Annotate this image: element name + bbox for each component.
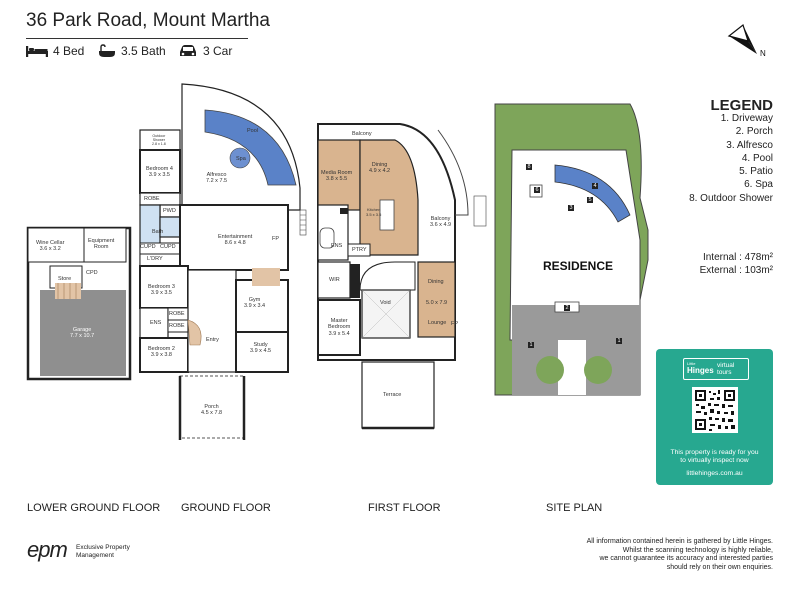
- room-kitchen: Kitchen 3.5 x 3.5: [366, 207, 382, 217]
- baths-label: 3.5 Bath: [121, 44, 166, 58]
- room-bedroom-3: Bedroom 3 3.9 x 3.5: [148, 284, 175, 297]
- legend-item: 1. Driveway: [720, 113, 773, 124]
- room-outdoor-shower: Outdoor Shower 2.8 x 1.8: [152, 134, 166, 147]
- property-address: 36 Park Road, Mount Martha: [26, 10, 270, 31]
- feature-beds: 4 Bed: [26, 44, 84, 58]
- virtual-tour-url[interactable]: littlehinges.com.au: [686, 470, 743, 477]
- bath-icon: [99, 44, 115, 57]
- room-media: Media Room 3.8 x 5.5: [321, 170, 353, 183]
- room-spa: Spa: [236, 156, 246, 162]
- floor-label-site: SITE PLAN: [546, 502, 603, 514]
- epm-logo: epm: [27, 537, 68, 562]
- disclaimer-line: we cannot guarantee its accuracy and int…: [599, 555, 773, 562]
- room-balcony-top: Balcony: [352, 131, 372, 137]
- virtual-tour-card[interactable]: Little Hinges virtual tours This propert…: [656, 349, 773, 485]
- room-store: Store: [58, 276, 72, 282]
- epm-company-name: Exclusive Property Management: [76, 544, 130, 559]
- room-garage: Garage 7.7 x 10.7: [70, 327, 95, 340]
- room-pool: Pool: [247, 128, 259, 134]
- room-balcony-side: Balcony 3.6 x 4.9: [430, 216, 452, 229]
- room-dining-1: Dining 4.9 x 4.2: [369, 162, 391, 175]
- room-void: Void: [380, 300, 391, 306]
- room-entry: Entry: [206, 337, 219, 343]
- disclaimer-line: All information contained herein is gath…: [586, 538, 773, 545]
- room-cpd: CPD: [86, 270, 98, 276]
- brand-product: virtual tours: [717, 362, 735, 376]
- room-fp: FP: [272, 236, 280, 242]
- room-fp-2: FP: [451, 321, 459, 327]
- room-ldry: L'DRY: [147, 256, 163, 262]
- room-ptry: PTRY: [352, 247, 367, 253]
- lower-ground-plan: [26, 226, 132, 381]
- room-bath: Bath: [152, 229, 164, 235]
- qr-code-icon[interactable]: [692, 387, 738, 433]
- site-marker-1b: 1: [616, 338, 622, 345]
- room-wine-cellar: Wine Cellar 3.6 x 3.2: [36, 240, 65, 253]
- room-cupd-1: CUPD: [140, 244, 156, 250]
- external-area: External : 103m²: [699, 265, 773, 276]
- room-robe-1: ROBE: [144, 196, 160, 202]
- room-cupd-2: CUPD: [160, 244, 176, 250]
- legend-item: 5. Patio: [739, 166, 773, 178]
- room-porch: Porch 4.5 x 7.8: [201, 404, 223, 417]
- virtual-tour-logo: Little Hinges virtual tours: [683, 358, 749, 380]
- room-bedroom-2: Bedroom 2 3.9 x 3.8: [148, 346, 175, 359]
- room-robe-2: ROBE: [169, 311, 185, 317]
- first-floor-plan: [317, 123, 487, 430]
- room-alfresco: Alfresco 7.2 x 7.5: [206, 172, 228, 185]
- floor-label-ground: GROUND FLOOR: [181, 502, 271, 514]
- legend-item: 3. Alfresco: [726, 139, 773, 151]
- room-ens-1: ENS: [150, 320, 162, 326]
- room-dining-lounge-size: 5.0 x 7.9: [426, 300, 448, 306]
- legend-item: 4. Pool: [741, 152, 773, 164]
- bed-icon: [26, 46, 48, 57]
- brand-name: Hinges: [687, 366, 714, 375]
- disclaimer-line: should rely on their own enquiries.: [666, 563, 773, 571]
- disclaimer: All information contained herein is gath…: [587, 538, 773, 572]
- ground-floor-plan: [139, 83, 307, 440]
- room-master: Master Bedroom 3.9 x 5.4: [328, 318, 351, 337]
- cars-label: 3 Car: [203, 44, 233, 58]
- room-study: Study 3.9 x 4.5: [250, 342, 272, 355]
- room-equipment: Equipment Room: [88, 238, 115, 251]
- site-marker-2: 2: [564, 305, 570, 312]
- car-icon: [180, 45, 196, 56]
- site-marker-1a: 1: [528, 342, 534, 349]
- site-marker-6: 6: [534, 187, 540, 194]
- site-marker-8: 8: [526, 164, 532, 171]
- room-lounge: Lounge: [428, 320, 447, 326]
- room-pwd: PWD: [163, 208, 176, 214]
- internal-area: Internal : 478m²: [702, 252, 773, 263]
- legend-item: 8. Outdoor Shower: [689, 192, 773, 204]
- compass-north-label: N: [760, 49, 766, 58]
- brand-small: Little: [687, 361, 696, 366]
- legend-item: 6. Spa: [744, 179, 773, 191]
- room-dining-2: Dining: [428, 279, 444, 285]
- site-residence-label: RESIDENCE: [543, 259, 614, 273]
- site-marker-3: 3: [568, 205, 574, 212]
- room-ens-2: ENS: [331, 243, 343, 249]
- floor-label-lower-ground: LOWER GROUND FLOOR: [27, 502, 161, 514]
- room-robe-3: ROBE: [169, 323, 185, 329]
- title-rule: [26, 38, 248, 39]
- floor-label-first: FIRST FLOOR: [368, 502, 441, 514]
- legend-list: 1. Driveway 2. Porch 3. Alfresco 4. Pool…: [689, 112, 773, 205]
- compass-icon: N: [727, 23, 766, 58]
- legend-title: LEGEND: [710, 97, 773, 114]
- room-terrace: Terrace: [383, 392, 402, 398]
- site-marker-4: 4: [592, 183, 598, 190]
- legend-item: 2. Porch: [735, 126, 773, 138]
- site-plan-drawing: [494, 103, 649, 396]
- room-entertainment: Entertainment 8.6 x 4.8: [218, 234, 253, 247]
- feature-baths: 3.5 Bath: [98, 44, 166, 58]
- room-wir: WIR: [329, 277, 340, 283]
- disclaimer-line: Whilst the scanning technology is highly…: [622, 546, 773, 554]
- virtual-tour-ready-text: This property is ready for you to virtua…: [670, 449, 759, 464]
- room-gym: Gym 3.9 x 3.4: [244, 297, 266, 310]
- site-marker-5: 5: [587, 197, 593, 204]
- feature-cars: 3 Car: [178, 44, 232, 58]
- beds-label: 4 Bed: [53, 44, 85, 58]
- room-bedroom-4: Bedroom 4 3.9 x 3.5: [146, 166, 173, 179]
